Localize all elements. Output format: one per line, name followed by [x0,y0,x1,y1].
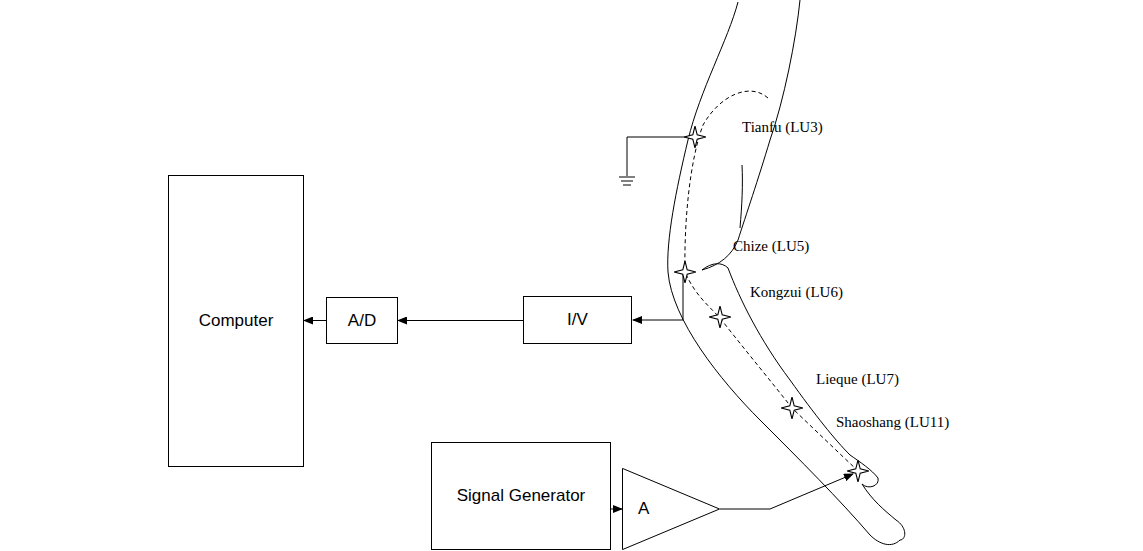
meridian-line [685,91,858,471]
acupoint [674,261,696,283]
box-label: Signal Generator [457,486,586,506]
converter-box: I/V [523,296,632,344]
amplifier-outline [622,468,720,550]
converter-box: A/D [326,297,398,344]
acupoint-label: Tianfu (LU3) [742,119,823,136]
acupoint [847,460,869,482]
generator-box: Signal Generator [431,442,611,550]
acupoint-label: Chize (LU5) [733,238,809,255]
acupoint [781,397,803,419]
ground-wire [627,137,695,176]
box-label: Computer [199,311,274,331]
arm-crease [740,165,742,228]
signal-arrow [304,320,326,321]
signal-arrow [611,509,622,510]
acupoint-label: Shaoshang (LU11) [836,414,949,431]
computer-box: Computer [168,175,304,467]
amplifier-label: A [638,499,649,519]
acupoint-label: Lieque (LU7) [816,371,899,388]
signal-arrow [398,320,523,321]
box-label: A/D [348,311,376,331]
acupoint [709,306,731,328]
arm-outline [702,264,905,540]
box-label: I/V [567,310,588,330]
signal-wire [633,272,683,320]
amplifier-triangle: A [622,468,720,550]
stimulus-wire [720,474,853,509]
acupoint [684,126,706,148]
arm-outline [668,2,900,545]
ground-symbol [619,177,635,185]
acupoint-label: Kongzui (LU6) [750,284,843,301]
